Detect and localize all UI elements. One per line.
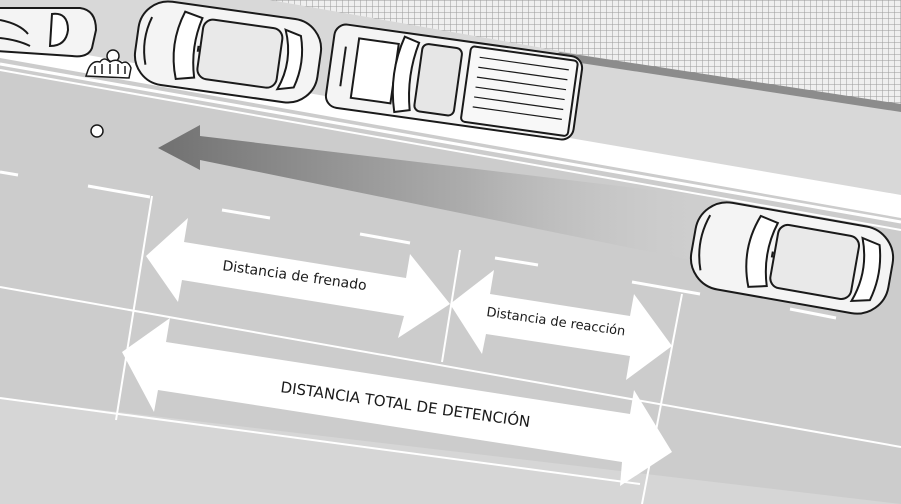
dash	[789, 307, 837, 320]
obstacle-dot-icon	[90, 124, 104, 138]
parked-pickup-truck	[324, 23, 584, 141]
dash	[359, 232, 411, 245]
curb-stripe	[548, 52, 901, 112]
lane-line	[0, 286, 901, 448]
moving-car	[689, 201, 895, 315]
dash	[87, 184, 151, 199]
stop-line-mid	[441, 249, 461, 363]
lower-road	[0, 398, 901, 504]
lane-line	[0, 397, 641, 485]
dash	[0, 170, 19, 177]
stop-line-left	[115, 195, 153, 421]
dash	[494, 256, 539, 267]
parked-car-middle	[133, 0, 323, 104]
lane-markings	[0, 62, 901, 504]
dash	[221, 208, 271, 220]
direction-arrow-icon	[158, 125, 720, 262]
parked-car-left	[0, 7, 98, 58]
pavement-pattern	[270, 0, 901, 105]
stop-line-right	[641, 293, 683, 504]
dash	[631, 280, 701, 296]
upper-edge-line	[0, 69, 901, 231]
pedestrian-hands-icon	[84, 49, 132, 79]
curb-line	[0, 62, 901, 224]
